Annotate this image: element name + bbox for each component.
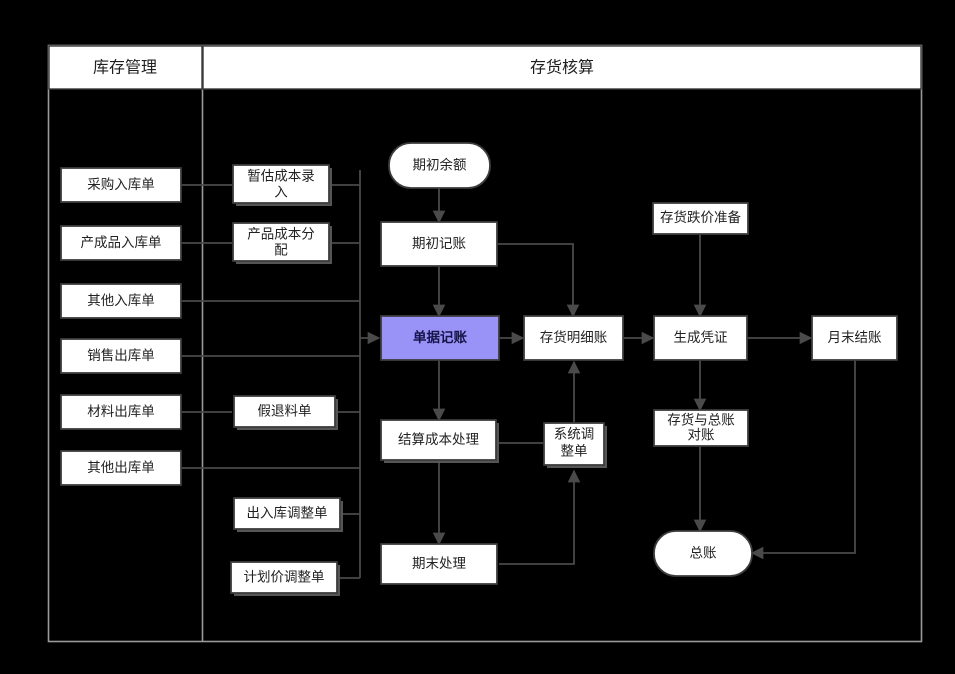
node-label-line2: 整单: [561, 444, 588, 459]
header-cell-inventory: 库存管理: [48, 45, 203, 90]
node-material-out[interactable]: 材料出库单: [60, 394, 182, 430]
node-sales-out[interactable]: 销售出库单: [60, 338, 182, 374]
header-cell-accounting: 存货核算: [202, 45, 922, 90]
node-label: 采购入库单: [87, 177, 155, 192]
node-price-decline[interactable]: 存货跌价准备: [652, 202, 749, 235]
node-label: 结算成本处理: [398, 432, 479, 447]
node-opening-balance[interactable]: 期初余额: [388, 142, 491, 189]
node-label: 生成凭证: [674, 330, 728, 345]
node-label: 产成品入库单: [81, 235, 162, 250]
node-planprice-adjust[interactable]: 计划价调整单: [230, 561, 340, 596]
node-label: 存货明细账: [540, 329, 608, 345]
node-month-end-close[interactable]: 月末结账: [811, 315, 898, 361]
node-inventory-ledger[interactable]: 存货明细账: [523, 315, 624, 361]
node-cost-settlement[interactable]: 结算成本处理: [380, 419, 499, 463]
node-label: 总账: [690, 546, 718, 561]
node-inv-gl-recon[interactable]: 存货与总账 对账: [653, 409, 749, 447]
node-purchase-in[interactable]: 采购入库单: [60, 167, 182, 203]
node-system-adjust[interactable]: 系统调 整单: [543, 422, 607, 468]
node-label-line1: 系统调: [554, 427, 595, 442]
node-label: 材料出库单: [87, 404, 155, 419]
node-label: 假退料单: [258, 404, 312, 419]
connector-group-main: [432, 188, 856, 565]
header-label-right: 存货核算: [530, 58, 594, 77]
node-label: 销售出库单: [87, 348, 155, 363]
node-label: 计划价调整单: [244, 570, 325, 585]
node-label: 出入库调整单: [247, 506, 328, 521]
node-other-in[interactable]: 其他入库单: [60, 283, 182, 319]
node-label-line2: 对账: [688, 428, 716, 443]
node-label: 期初余额: [413, 157, 467, 173]
node-period-end[interactable]: 期末处理: [380, 543, 498, 585]
node-other-out[interactable]: 其他出库单: [60, 450, 182, 486]
node-label: 其他出库单: [87, 460, 155, 475]
node-label: 其他入库单: [87, 293, 155, 308]
node-label: 期初记账: [412, 235, 466, 251]
node-gen-voucher[interactable]: 生成凭证: [653, 315, 748, 361]
node-fake-return[interactable]: 假退料单: [233, 395, 338, 430]
node-label-line2: 入: [274, 185, 288, 200]
node-doc-posting[interactable]: 单据记账: [380, 315, 500, 361]
node-label: 月末结账: [828, 330, 882, 345]
node-label-line2: 配: [274, 243, 288, 258]
node-label-line1: 产品成本分: [247, 227, 315, 242]
node-label-line1: 暂估成本录: [247, 169, 315, 184]
connector-group-left-bus: [181, 170, 381, 579]
node-finished-in[interactable]: 产成品入库单: [60, 225, 182, 261]
node-label: 期末处理: [412, 556, 466, 571]
node-label: 单据记账: [413, 329, 467, 345]
node-opening-posting[interactable]: 期初记账: [380, 221, 498, 267]
node-inout-adjust[interactable]: 出入库调整单: [233, 497, 343, 532]
node-general-ledger[interactable]: 总账: [653, 530, 753, 577]
node-label: 存货跌价准备: [660, 209, 741, 225]
header-label-left: 库存管理: [93, 59, 157, 77]
node-est-cost-entry[interactable]: 暂估成本录 入: [232, 164, 332, 206]
node-prod-cost-alloc[interactable]: 产品成本分 配: [232, 222, 332, 264]
node-label-line1: 存货与总账: [667, 412, 735, 428]
